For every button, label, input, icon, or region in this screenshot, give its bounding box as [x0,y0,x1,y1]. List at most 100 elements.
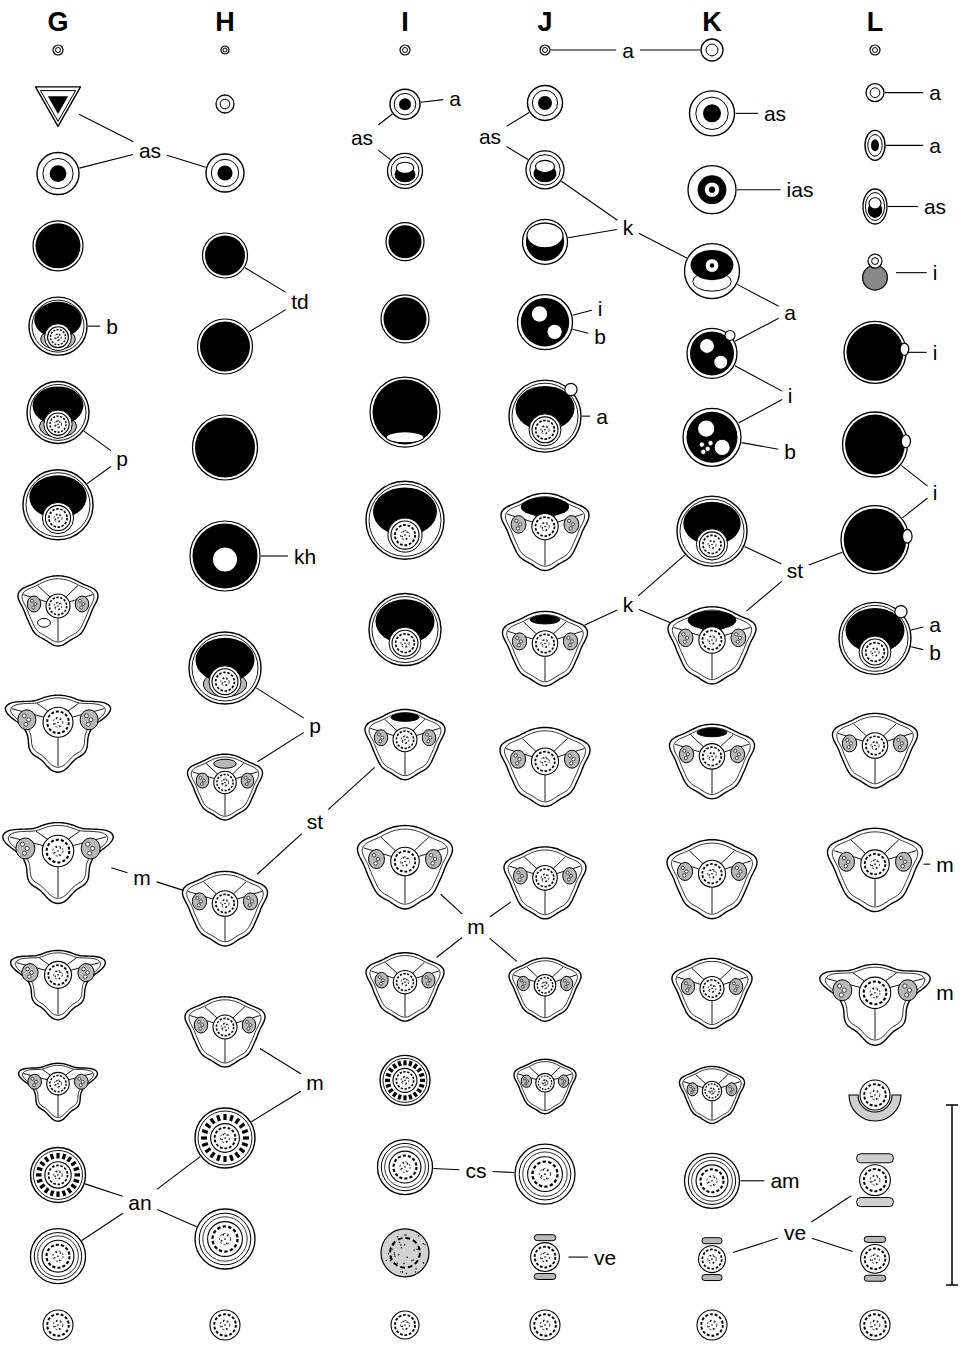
leader-line [111,868,127,873]
figure-part [839,993,843,997]
figure-part [57,423,59,425]
figure-part [31,599,34,602]
figure-part [565,383,577,395]
figure-part [57,974,59,976]
figure-part [383,1058,427,1102]
figure-part [702,864,721,883]
figure-part [519,640,522,643]
figure-part [394,1156,417,1179]
figure-part [403,857,405,859]
column-letter: J [535,9,554,36]
figure-part [703,747,721,765]
label-anchor: b [592,326,608,347]
sec-section [509,958,581,1021]
figure-part [403,736,405,738]
figure-part [827,828,922,911]
figure-part [384,297,427,340]
figure-part [876,1255,878,1257]
leader-line [745,546,782,563]
figure-part [545,996,546,1017]
figure-part [54,723,56,725]
figure-part [372,597,438,663]
figure-part [405,994,406,1017]
figure-part [394,1254,395,1255]
nest-section [688,166,736,214]
figure-part [698,420,715,437]
figure-part [54,602,62,610]
ringdot-section [865,130,885,160]
figure-part [543,982,545,984]
figure-part [226,779,228,781]
figure-part [536,634,554,652]
leader-line [79,154,133,168]
figure-part [712,653,713,679]
figure-part [386,1074,391,1076]
figure-part [713,1262,715,1264]
figure-part [508,850,582,915]
label-anchor: p [307,715,323,736]
figure-part [839,602,911,674]
figure-part [568,644,571,647]
figure-part [876,861,878,863]
figure-part [391,713,419,721]
figure-part [553,622,566,634]
figure-part [710,1088,712,1090]
figure-part [839,852,855,871]
figure-part [223,1114,226,1120]
ringdot-section [37,153,79,195]
figure-part [735,633,738,636]
stele-section [860,1310,890,1340]
figure-part [59,1321,61,1323]
figure-part [713,541,715,543]
star-section [5,695,110,772]
figure-part [59,1177,61,1179]
part-label: m [465,916,487,937]
leader-line [157,1210,196,1227]
figure-part [875,654,877,656]
figure-part [405,752,406,775]
part-label: k [621,594,636,615]
figure-part [406,1321,408,1323]
figure-part [243,893,257,910]
figure-part [874,992,876,994]
figure-part [390,1238,420,1268]
figure-part [205,1007,217,1018]
figure-part [399,1061,401,1066]
figure-part [544,1256,546,1258]
figure-part [701,39,723,61]
figure-part [36,223,81,268]
figure-part [370,377,440,447]
figure-part [702,1238,722,1244]
figure-part [193,415,258,480]
figure-part [406,1273,407,1274]
figure-part [185,997,265,1067]
label-anchor: m [465,916,487,937]
figure-part [59,971,61,973]
figure-part [45,1188,48,1192]
figure-part [874,745,876,747]
figure-part [22,964,38,982]
figure-part [833,980,852,1001]
figure-part [40,1162,44,1165]
figure-part [202,1131,208,1133]
figure-part [542,430,544,432]
leader-line [902,498,927,518]
figure-part [56,1191,59,1197]
part-label: i [596,298,605,319]
figure-part [86,971,90,975]
part-label: a [927,82,943,103]
figure-part [59,725,61,727]
bs-section [29,297,87,355]
figure-part [214,1314,236,1336]
figure-part [729,1086,731,1088]
figure-part [57,1324,59,1326]
figure-part [509,958,581,1021]
label-anchor: as [349,127,375,148]
figure-part [865,130,885,160]
part-label: st [785,560,805,581]
label-anchor: b [927,642,943,663]
figure-part [79,599,82,602]
figure-part [857,1198,894,1207]
disk-section [386,223,424,261]
figure-part [572,758,575,761]
